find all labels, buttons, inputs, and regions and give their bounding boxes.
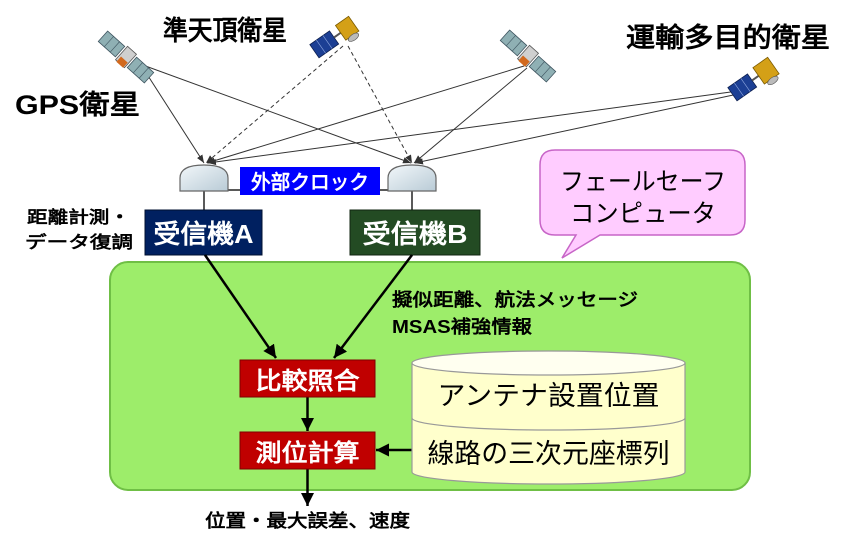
- output-label: 位置・最大誤差、速度: [205, 510, 411, 531]
- satellite-signal-lines: [139, 45, 739, 166]
- mtsat-satellite-icon: [727, 56, 780, 102]
- callout-line1: フェールセーフ: [560, 168, 726, 196]
- qzs-satellite-icon: [309, 15, 360, 59]
- antenna-b-icon: [387, 164, 437, 192]
- receiver-b-to-compare-arrow: [333, 254, 413, 359]
- qzs-to-antenna-b: [347, 45, 413, 164]
- gps-left-to-antenna-a: [142, 67, 205, 164]
- external-clock-box: [240, 167, 380, 195]
- external-clock-label: 外部クロック: [251, 170, 369, 194]
- mtsat-satellite-label: 運輸多目的衛星: [626, 22, 830, 53]
- database-cylinder-icon: [411, 350, 686, 485]
- receiver-a-label: 受信機A: [154, 219, 254, 249]
- database-item-track-coordinates: 線路の三次元座標列: [428, 439, 670, 469]
- positioning-label: 測位計算: [256, 439, 360, 467]
- receiver-b-box: [349, 209, 481, 256]
- failsafe-computer-callout: [539, 149, 746, 259]
- positioning-box: [239, 431, 376, 470]
- receiver-a-box: [144, 209, 263, 256]
- gps-satellite-label: GPS衛星: [15, 89, 140, 120]
- qzs-satellite-label: 準天頂衛星: [163, 15, 287, 46]
- qzs-to-antenna-a: [205, 45, 344, 164]
- mtsat-to-antenna-b: [414, 93, 739, 165]
- gps-left-to-antenna-b: [139, 63, 412, 164]
- data-note-line2: MSAS補強情報: [392, 316, 533, 337]
- ranging-note-line1: 距離計測・: [27, 207, 130, 227]
- receiver-a-to-compare-arrow: [203, 254, 278, 359]
- database-item-antenna-position: アンテナ設置位置: [438, 381, 660, 411]
- gps-right-to-antenna-b: [413, 67, 528, 164]
- gps-right-to-antenna-a: [206, 65, 525, 164]
- callout-line2: コンピュータ: [570, 200, 716, 228]
- gps-satellite-left-icon: [97, 30, 155, 84]
- mtsat-to-antenna-a: [207, 90, 739, 166]
- ranging-note-line2: データ復調: [25, 232, 133, 252]
- data-note-line1: 擬似距離、航法メッセージ: [392, 289, 638, 310]
- compare-box: [239, 359, 376, 398]
- gps-satellite-right-icon: [499, 29, 557, 83]
- antenna-a-icon: [179, 164, 229, 192]
- compare-label: 比較照合: [256, 367, 361, 395]
- receiver-b-label: 受信機B: [363, 219, 468, 249]
